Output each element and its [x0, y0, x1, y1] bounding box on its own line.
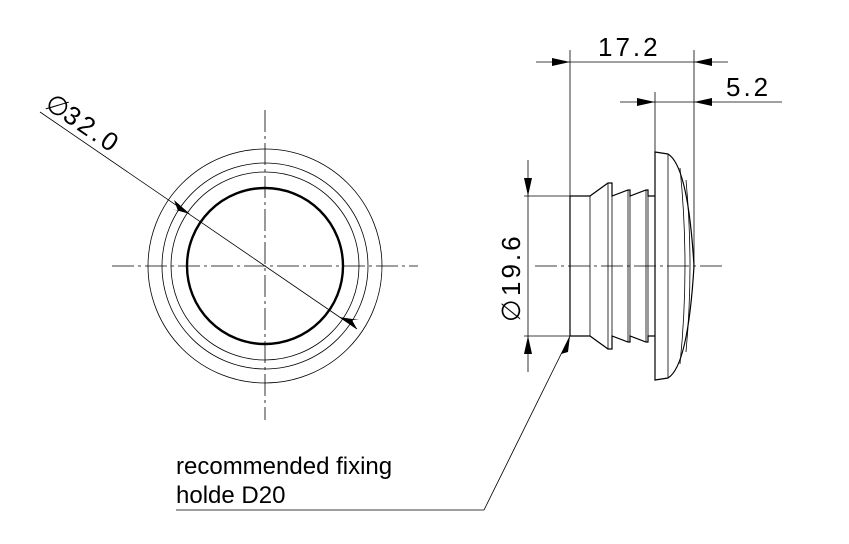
inner-face-circle: [185, 186, 345, 346]
shank-19-6-symbol: ∅: [496, 296, 526, 322]
dim-17-2: 17.2: [536, 32, 728, 266]
cap-body: [654, 151, 695, 381]
rim-circle-3: [170, 171, 360, 361]
dim-19-6: ∅ 19.6: [496, 160, 570, 372]
length-17-2-label: 17.2: [598, 32, 661, 62]
note-leader-line: [176, 335, 571, 511]
shank-19-6-label: 19.6: [496, 233, 526, 296]
dim-5-2: 5.2: [620, 72, 782, 152]
cap-5-2-label: 5.2: [726, 72, 771, 102]
rim-circle-2: [161, 162, 369, 370]
shank-body: [569, 182, 655, 350]
note-line-1: recommended fixing: [176, 453, 392, 480]
note-line-2: holde D20: [176, 482, 285, 509]
front-view: ∅ 32.0: [39, 87, 418, 420]
outer-rim-circle: [147, 148, 383, 384]
note-leader-arrow: [561, 336, 570, 354]
diameter-32-label: 32.0: [58, 99, 127, 159]
diameter-32-leader: [39, 111, 358, 330]
diameter-32-arrow-lower: [339, 317, 359, 329]
note-callout: recommended fixing holde D20: [176, 335, 571, 511]
side-view: 17.2 5.2 ∅ 19.6: [496, 32, 782, 381]
diameter-32-arrow-upper: [172, 200, 190, 214]
